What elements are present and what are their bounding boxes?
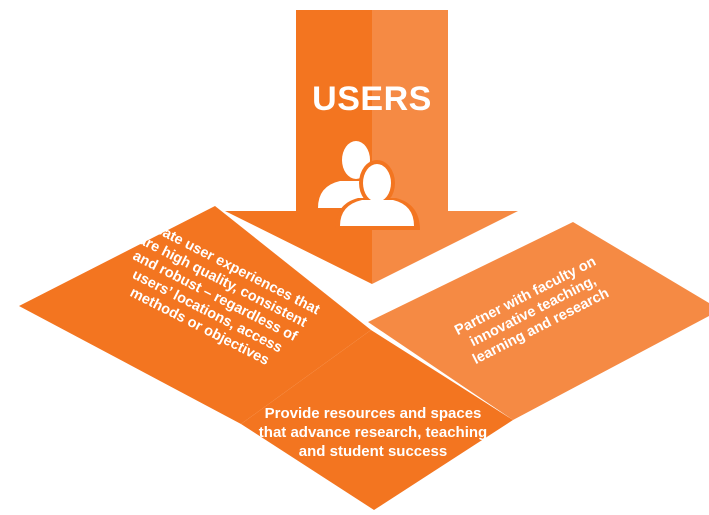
right-panel bbox=[368, 222, 709, 420]
bottom-panel-text: Provide resources and spaces that advanc… bbox=[259, 405, 487, 460]
bottom-panel-line: that advance research, teaching bbox=[259, 424, 487, 441]
bottom-panel-line: and student success bbox=[299, 443, 447, 460]
arrow-left-half bbox=[225, 10, 372, 284]
arrow-right-half bbox=[372, 10, 518, 284]
left-panel bbox=[19, 206, 371, 424]
users-icon bbox=[318, 141, 420, 230]
bottom-panel bbox=[241, 330, 513, 510]
arrow-title: USERS bbox=[312, 80, 432, 118]
bottom-panel-line: Provide resources and spaces bbox=[265, 405, 482, 422]
